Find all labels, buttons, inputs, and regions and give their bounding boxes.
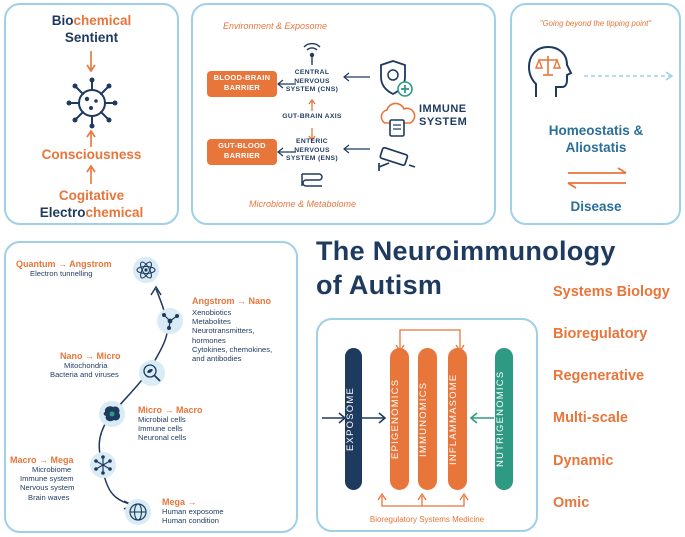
scale-item: Neuronal cells <box>138 433 187 443</box>
homeostasis-label: Homeostatis & Aliostatis <box>548 123 644 155</box>
tag-dynamic: Dynamic <box>553 453 614 469</box>
blood-brain-barrier-box: BLOOD-BRAIN BARRIER <box>207 71 277 97</box>
electrochemical-label: Electrochemical <box>39 205 144 220</box>
immune-panel: Environment & Exposome BLOOD-BRAIN BARRI… <box>191 3 496 225</box>
scale-item: Microbial cells <box>138 415 186 424</box>
disease-label: Disease <box>570 199 622 214</box>
inflammasome-bar: INFLAMMASOME <box>448 348 467 490</box>
arrow-up-icon-1 <box>86 129 96 147</box>
scale-item: and antibodies <box>192 354 242 364</box>
scale-title: Macro → Mega <box>10 455 74 465</box>
scale-macro: Macro → Mega Microbiome Immune system Ne… <box>10 455 74 502</box>
scale-item: hormones <box>192 335 226 345</box>
tag-omic: Omic <box>553 495 590 511</box>
scale-title: Angstrom → Nano <box>192 296 272 306</box>
nutrigenomics-bar: NUTRIGENOMICS <box>495 348 513 490</box>
scale-item: Xenobiotics <box>192 308 232 317</box>
scale-mega: Mega → Human exposome Human condition <box>162 497 224 525</box>
equilibrium-arrows-icon <box>567 167 627 189</box>
globe-icon <box>125 499 151 525</box>
scale-title: Micro → Macro <box>138 405 203 415</box>
arrow-left-icon-bbb <box>277 79 296 89</box>
scale-angstrom: Angstrom → Nano Xenobiotics Metabolites … <box>192 296 272 363</box>
exposome-bar: EXPOSOME <box>345 348 362 490</box>
molecule-icon <box>157 308 183 334</box>
consciousness-panel: Biochemical Sentient Consciousness Cogit… <box>4 3 179 225</box>
scale-title: Mega → <box>162 497 197 507</box>
scale-item: Metabolites <box>192 317 231 327</box>
virus-shield-icon <box>380 60 413 97</box>
scale-nano: Nano → Micro Mitochondria Bacteria and v… <box>50 351 121 379</box>
bacteria-magnifier-icon <box>139 360 165 386</box>
scale-item: Microbiome <box>32 465 72 474</box>
bar-label: EXPOSOME <box>345 387 356 451</box>
homeostasis-panel: "Going beyond the tipping point" Homeost… <box>510 3 681 225</box>
biochemical-label: Biochemical <box>51 13 132 28</box>
organ-network-icon <box>90 452 116 478</box>
dashed-arrow-right-icon <box>584 71 674 81</box>
scale-item: Immune system <box>20 474 74 484</box>
arrow-updown-icon <box>308 98 316 142</box>
scale-title: Nano → Micro <box>60 351 121 361</box>
bar-label: IMMUNOMICS <box>418 381 429 457</box>
omics-footer: Bioregulatory Systems Medicine <box>369 515 485 524</box>
scale-quantum: Quantum → Angstrom Electron tunnelling <box>16 259 112 278</box>
environment-label: Environment & Exposome <box>223 21 328 31</box>
gut-brain-axis-label: GUT-BRAIN AXIS <box>282 113 342 120</box>
omics-panel: EXPOSOME EPIGENOMICS IMMUNOMICS INFLAMMA… <box>316 318 538 532</box>
scale-item: Bacteria and viruses <box>50 370 119 380</box>
security-camera-icon <box>378 146 416 171</box>
arrow-down-icon <box>86 51 96 73</box>
title-line1: The Neuroimmunology <box>316 236 616 266</box>
cogitative-label: Cogitative <box>58 188 125 203</box>
sentient-label: Sentient <box>64 30 119 45</box>
consciousness-label: Consciousness <box>41 147 142 162</box>
gut-blood-barrier-box: GUT-BLOOD BARRIER <box>207 139 277 165</box>
scale-title: Quantum → Angstrom <box>16 259 112 269</box>
scale-item: Human condition <box>162 516 219 526</box>
tag-systems-biology: Systems Biology <box>553 284 670 300</box>
immunomics-bar: IMMUNOMICS <box>418 348 437 490</box>
scale-item: Cytokines, chemokines, <box>192 344 273 354</box>
title-line2: of Autism <box>316 270 443 300</box>
scale-item: Brain waves <box>28 492 70 502</box>
brain-signal-icon <box>303 42 321 65</box>
arrow-left-icon-gbb <box>277 147 296 157</box>
ens-label: ENTERIC NERVOUS SYSTEM (ENS) <box>286 138 338 162</box>
arrow-left-icon-ens <box>343 144 370 154</box>
epigenomics-bar: EPIGENOMICS <box>390 348 409 490</box>
bar-label: EPIGENOMICS <box>390 378 401 460</box>
scale-micro: Micro → Macro Microbial cells Immune cel… <box>138 405 203 443</box>
cns-label: CENTRAL NERVOUS SYSTEM (CNS) <box>285 69 339 93</box>
bar-label: INFLAMMASOME <box>448 373 459 465</box>
tag-multi-scale: Multi-scale <box>553 410 628 426</box>
arrow-up-icon-2 <box>86 164 96 184</box>
scale-item: Mitochondria <box>64 361 108 370</box>
microbiome-label: Microbiome & Metabolome <box>249 199 357 209</box>
immune-system-label: IMMUNE SYSTEM <box>419 103 468 128</box>
cloud-storage-icon <box>380 102 416 137</box>
scale-item: Immune cells <box>138 424 183 434</box>
scale-item: Nervous system <box>20 483 75 493</box>
cell-icon <box>99 401 125 427</box>
scales-panel: Quantum → Angstrom Electron tunnelling A… <box>4 241 298 533</box>
tag-regenerative: Regenerative <box>553 368 645 384</box>
intestine-icon <box>301 173 323 187</box>
tipping-point-quote: "Going beyond the tipping point" <box>539 19 652 28</box>
bar-label: NUTRIGENOMICS <box>495 370 506 468</box>
virus-icon <box>66 77 118 129</box>
scale-item: Human exposome <box>162 507 224 516</box>
tag-bioregulatory: Bioregulatory <box>553 326 648 342</box>
atom-icon <box>133 257 159 283</box>
scale-item: Neurotransmitters, <box>192 326 255 336</box>
scale-item: Electron tunnelling <box>30 269 93 278</box>
arrow-left-icon-cns <box>343 72 370 82</box>
head-scale-icon <box>527 45 573 97</box>
bracket-arrows <box>322 329 494 507</box>
